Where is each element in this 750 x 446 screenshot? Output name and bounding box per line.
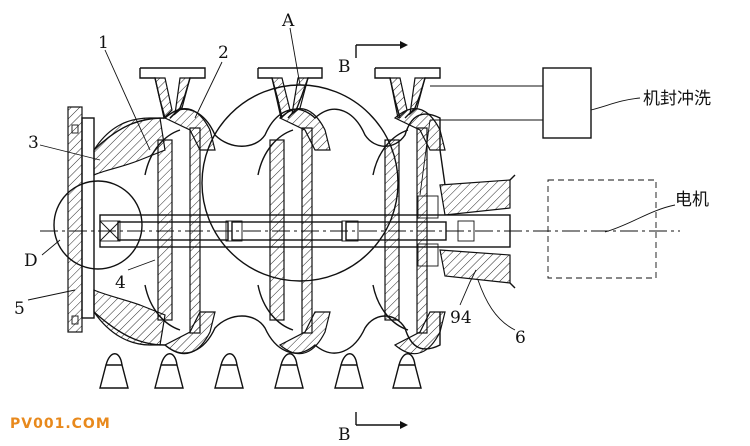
section-marker-top [355, 41, 408, 58]
label-motor: 电机 [675, 190, 709, 210]
label-part-94: 94 [450, 308, 472, 328]
motor-box [547, 179, 657, 279]
watermark: PV001.COM [10, 416, 111, 432]
label-part-5: 5 [14, 299, 25, 319]
leader-lines [27, 27, 676, 331]
shaft [40, 214, 680, 248]
label-section-b-bottom: B [338, 425, 351, 445]
bottom-feet [99, 353, 422, 389]
impellers [144, 127, 428, 334]
label-part-3: 3 [28, 133, 39, 153]
label-section-b-top: B [338, 57, 351, 77]
label-part-1: 1 [98, 33, 109, 53]
label-detail-a: A [281, 11, 295, 31]
label-detail-d: D [24, 251, 38, 271]
label-part-6: 6 [515, 328, 526, 348]
right-bearing-housing [417, 174, 516, 289]
label-part-2: 2 [218, 43, 229, 63]
seal-flush-box [542, 67, 592, 139]
label-seal-flush: 机封冲洗 [643, 89, 711, 109]
top-nozzles [139, 67, 441, 120]
section-marker-bottom [355, 412, 408, 429]
detail-circle-d [53, 180, 143, 270]
label-part-4: 4 [115, 273, 126, 293]
left-end-cover [67, 106, 95, 333]
